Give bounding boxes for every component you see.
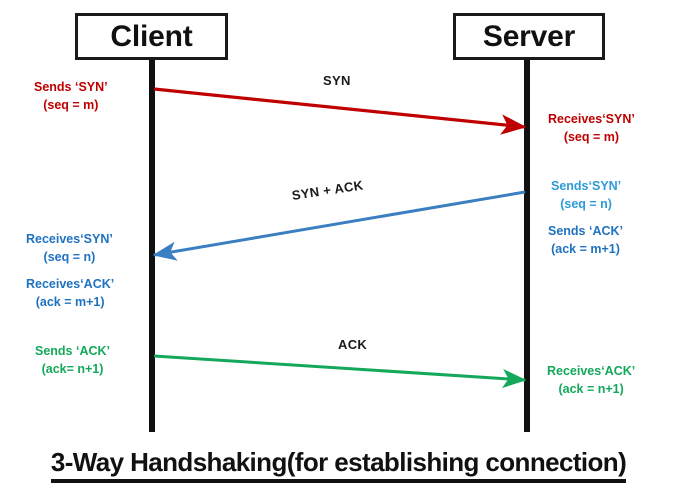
- note-client-receives-syn: Receives‘SYN’ (seq = n): [26, 230, 113, 266]
- client-node-label: Client: [110, 19, 193, 53]
- note-client-receives-syn-line2: (seq = n): [43, 250, 96, 265]
- syn-ack-arrow: [152, 190, 526, 261]
- note-server-sends-ack-line2: (ack = m+1): [551, 242, 620, 257]
- note-server-receives-ack: Receives‘ACK’ (ack = n+1): [547, 362, 635, 398]
- server-node-label: Server: [482, 19, 576, 53]
- note-server-receives-ack-line2: (ack = n+1): [558, 382, 624, 397]
- ack-arrow: [153, 354, 527, 389]
- note-server-sends-syn-line2: (seq = n): [560, 197, 612, 212]
- note-client-sends-syn: Sends ‘SYN’ (seq = m): [34, 78, 108, 114]
- note-client-receives-ack-line2: (ack = m+1): [35, 295, 105, 310]
- note-server-receives-syn-line1: Receives‘SYN’: [548, 112, 635, 126]
- note-client-receives-ack: Receives‘ACK’ (ack = m+1): [26, 275, 114, 311]
- client-lifeline: [149, 60, 155, 432]
- note-server-receives-syn-line2: (seq = m): [563, 130, 620, 145]
- diagram-title: 3-Way Handshaking(for establishing conne…: [0, 447, 677, 483]
- note-server-sends-ack: Sends ‘ACK’ (ack = m+1): [548, 222, 623, 258]
- note-server-sends-syn-line1: Sends‘SYN’: [551, 179, 622, 193]
- server-node-box: Server: [453, 13, 605, 60]
- syn-arrow-caption: SYN: [323, 73, 351, 88]
- note-server-receives-ack-line1: Receives‘ACK’: [547, 364, 636, 378]
- note-server-sends-syn: Sends‘SYN’ (seq = n): [551, 177, 621, 213]
- syn-ack-arrow-caption: SYN + ACK: [290, 177, 365, 203]
- ack-arrow-caption: ACK: [338, 337, 368, 352]
- server-lifeline: [524, 60, 530, 432]
- note-client-sends-ack-line1: Sends ‘ACK’: [35, 344, 111, 358]
- diagram-title-text: 3-Way Handshaking(for establishing conne…: [50, 447, 627, 483]
- note-server-receives-syn: Receives‘SYN’ (seq = m): [548, 110, 635, 146]
- note-client-sends-ack-line2: (ack= n+1): [41, 362, 104, 377]
- note-client-receives-syn-line1: Receives‘SYN’: [26, 232, 113, 246]
- syn-arrow: [153, 87, 527, 135]
- note-client-sends-syn-line1: Sends ‘SYN’: [34, 80, 108, 94]
- client-node-box: Client: [75, 13, 228, 60]
- note-client-sends-ack: Sends ‘ACK’ (ack= n+1): [35, 342, 110, 378]
- note-client-receives-ack-line1: Receives‘ACK’: [26, 277, 115, 291]
- note-server-sends-ack-line1: Sends ‘ACK’: [548, 224, 624, 238]
- note-client-sends-syn-line2: (seq = m): [43, 98, 99, 113]
